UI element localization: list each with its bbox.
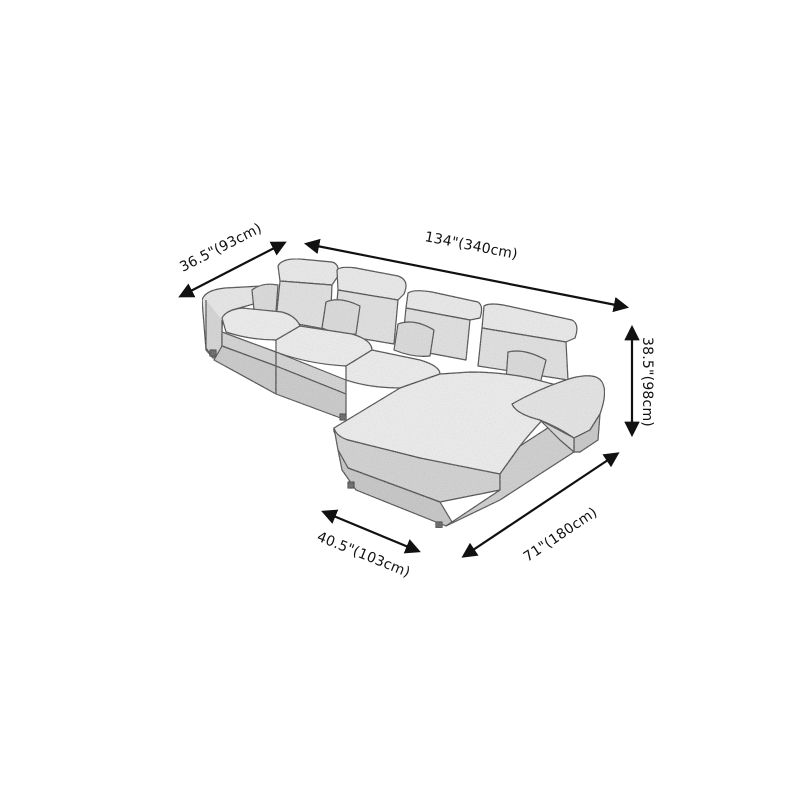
throw-pillow-2 — [321, 299, 361, 335]
leg — [435, 521, 443, 529]
chaise-width-arrow — [321, 509, 421, 554]
throw-pillow-3 — [393, 321, 435, 357]
leg — [209, 349, 217, 357]
chaise-length-arrow — [461, 452, 620, 558]
right-armrest — [511, 375, 606, 439]
sofa — [201, 258, 606, 529]
total-length-arrow — [303, 238, 630, 313]
height-label: 38.5"(98cm) — [638, 337, 655, 427]
leg — [339, 413, 347, 421]
dimension-lines — [178, 238, 640, 558]
leg — [347, 481, 355, 489]
seat-cushion-1 — [221, 307, 301, 341]
depth-arrow — [178, 241, 287, 298]
